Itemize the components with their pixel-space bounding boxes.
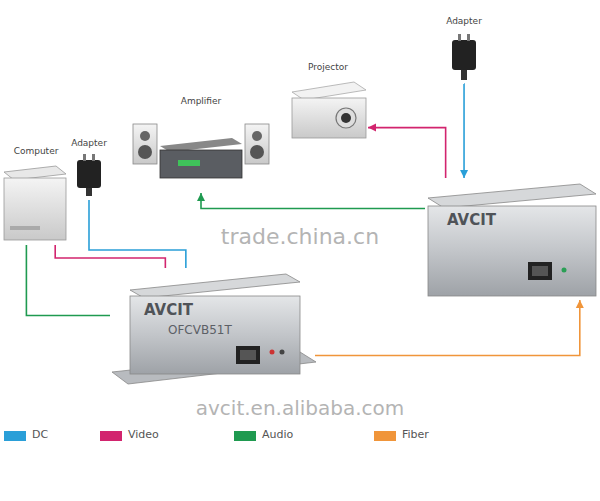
signal-connector <box>315 300 584 356</box>
device-label: Projector <box>308 62 348 72</box>
legend-swatch <box>100 431 122 441</box>
legend-text: DC <box>32 428 48 441</box>
signal-connector <box>89 200 186 268</box>
computer-figure <box>4 166 66 240</box>
receiver-box: AVCIT <box>425 178 597 300</box>
legend-text: Audio <box>262 428 293 441</box>
legend-text: Fiber <box>402 428 429 441</box>
watermark: avcit.en.alibaba.com <box>196 396 405 420</box>
watermark: trade.china.cn <box>221 224 379 249</box>
legend-swatch <box>374 431 396 441</box>
legend-text: Video <box>128 428 159 441</box>
transmitter-box: AVCIT OFCVB51T <box>110 268 315 393</box>
adapter-device: Adapter <box>440 16 488 84</box>
receiver-housing <box>428 184 596 296</box>
amplifier-device: Amplifier <box>128 96 274 193</box>
transmitter-housing <box>112 274 316 384</box>
signal-connector <box>460 84 468 178</box>
device-label: Adapter <box>71 138 107 148</box>
signal-connector <box>197 193 425 209</box>
projector-figure <box>292 82 366 138</box>
legend-swatch <box>234 431 256 441</box>
legend-swatch <box>4 431 26 441</box>
signal-connector <box>368 124 446 178</box>
device-label: Amplifier <box>181 96 222 106</box>
computer-device: Computer <box>4 146 68 245</box>
signal-connector <box>26 245 110 316</box>
housing-text: AVCIT <box>144 302 193 319</box>
device-label: Adapter <box>446 16 482 26</box>
adapter-figure <box>452 34 476 80</box>
housing-text: OFCVB51T <box>168 324 232 338</box>
housing-text: AVCIT <box>447 212 496 229</box>
signal-connector <box>55 245 165 268</box>
adapter-device: Adapter <box>68 138 110 200</box>
device-label: Computer <box>14 146 59 156</box>
projector-device: Projector <box>288 62 368 144</box>
adapter-figure <box>77 154 101 196</box>
amplifier-figure <box>133 124 269 178</box>
